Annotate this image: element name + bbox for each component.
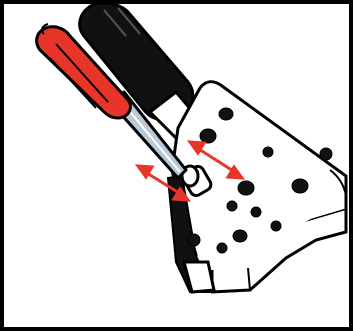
plate-hole [217,243,227,253]
plate-hole [219,108,233,120]
plate-hole [263,147,273,157]
plate-hole [320,148,332,160]
plate-hole [251,207,261,217]
plate-hole [292,179,308,193]
plate-hole [238,181,254,195]
plate-hole [233,230,247,242]
plate-hole [200,129,216,143]
plate-hole [227,201,237,211]
plate-hole [271,221,281,231]
plate-hole [188,234,200,246]
